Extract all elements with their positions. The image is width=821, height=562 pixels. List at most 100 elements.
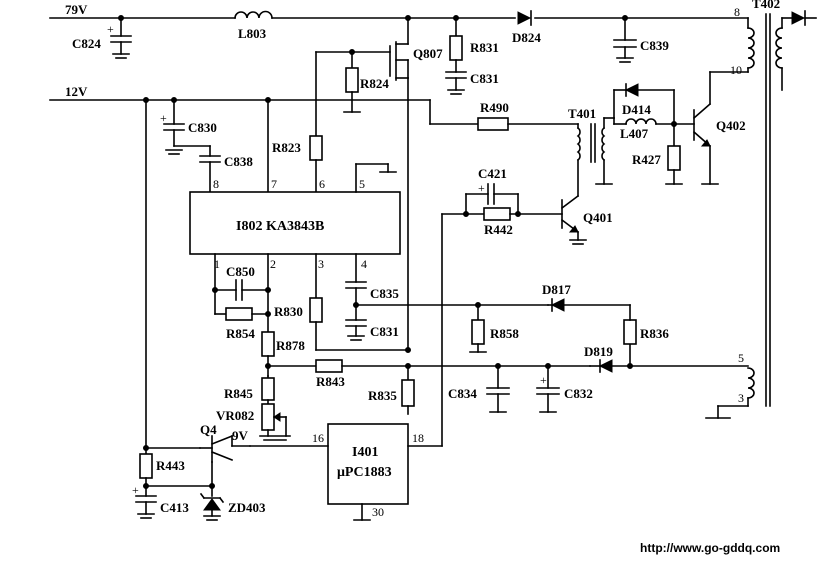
d824-label: D824 <box>512 30 541 45</box>
svg-text:+: + <box>107 22 114 36</box>
l407-label: L407 <box>620 126 649 141</box>
q402-label: Q402 <box>716 118 746 133</box>
c834-label: C834 <box>448 386 477 401</box>
r831-label: R831 <box>470 40 499 55</box>
svg-text:+: + <box>132 483 139 497</box>
resistor-r836: R836 <box>623 304 669 367</box>
svg-text:+: + <box>540 373 547 387</box>
watermark-url: http://www.go-gddq.com <box>640 541 780 555</box>
capacitor-c830: + C830 <box>160 99 217 155</box>
c838-label: C838 <box>224 154 253 169</box>
q4-label: Q4 <box>200 422 217 437</box>
r843-label: R843 <box>316 374 345 389</box>
d414-label: D414 <box>622 102 651 117</box>
resistor-r878: R878 <box>261 313 305 377</box>
rail-12v-label: 12V <box>65 84 88 99</box>
t402-pin5: 5 <box>738 351 744 365</box>
r823-label: R823 <box>272 140 301 155</box>
ka3843-pin2: 2 <box>270 257 276 271</box>
ka3843-pin8: 8 <box>213 177 219 191</box>
upc1883-name2: μPC1883 <box>337 465 392 480</box>
r443-label: R443 <box>156 458 185 473</box>
inductor-l803: L803 <box>234 10 273 41</box>
diode-d819: D819 <box>584 344 749 373</box>
c832-label: C832 <box>564 386 593 401</box>
capacitor-c839: C839 <box>613 17 669 63</box>
t402-pin10: 10 <box>730 63 742 77</box>
c830-label: C830 <box>188 120 217 135</box>
r427-label: R427 <box>632 152 661 167</box>
capacitor-c831-bottom: C831 <box>345 304 399 341</box>
rail-79v-label: 79V <box>65 2 88 17</box>
diode-d824: D824 <box>512 10 541 45</box>
resistor-r442: R442 <box>463 207 563 237</box>
resistor-r427: R427 <box>632 123 683 185</box>
c824-label: C824 <box>72 36 101 51</box>
ka3843-pin6: 6 <box>319 177 325 191</box>
transistor-q4: Q4 9V <box>143 422 251 497</box>
capacitor-c838: C838 <box>173 145 253 193</box>
svg-text:+: + <box>478 181 485 195</box>
resistor-r490: R490 <box>477 100 579 131</box>
zener-zd403: ZD403 <box>199 492 266 521</box>
transformer-t402: T402 8 10 5 3 <box>705 0 817 419</box>
upc1883-pin16: 16 <box>312 431 324 445</box>
zd403-label: ZD403 <box>228 500 266 515</box>
resistor-r830: R830 <box>274 253 411 353</box>
c839-label: C839 <box>640 38 669 53</box>
resistor-r823: R823 <box>272 51 323 193</box>
c850-label: C850 <box>226 264 255 279</box>
resistor-r443: R443 <box>139 447 215 497</box>
transformer-t401: T401 <box>568 106 615 185</box>
inductor-l407: L407 <box>613 117 695 141</box>
d817-label: D817 <box>542 282 571 297</box>
t402-label: T402 <box>752 0 780 11</box>
c831-bottom-label: C831 <box>370 324 399 339</box>
t402-pin3: 3 <box>738 391 744 405</box>
q401-label: Q401 <box>583 210 613 225</box>
rail-12v: 12V <box>49 84 479 449</box>
capacitor-c831-top: C831 <box>445 71 499 95</box>
upc1883-pin30: 30 <box>372 505 384 519</box>
r845-label: R845 <box>224 386 253 401</box>
svg-text:+: + <box>160 111 167 125</box>
capacitor-c832: + C832 <box>536 365 593 413</box>
resistor-r835: R835 <box>368 365 415 415</box>
resistor-r854: R854 <box>214 307 271 341</box>
capacitor-c824: + C824 <box>72 17 132 59</box>
transistor-q401: Q401 <box>560 159 613 245</box>
upc1883-name1: I401 <box>352 445 378 460</box>
ka3843-pin4: 4 <box>361 257 367 271</box>
resistor-r824: R824 <box>343 51 389 113</box>
capacitor-c850: C850 <box>212 253 271 315</box>
ic-ka3843b: I802 KA3843B 8 7 6 5 1 2 3 4 <box>189 163 401 271</box>
t401-label: T401 <box>568 106 596 121</box>
c413-label: C413 <box>160 500 189 515</box>
ic-upc1883: I401 μPC1883 16 18 30 <box>249 213 467 521</box>
ka3843-pin3: 3 <box>318 257 324 271</box>
resistor-r845: R845 <box>224 375 275 405</box>
t402-pin8: 8 <box>734 5 740 19</box>
vr082-label: VR082 <box>216 408 254 423</box>
r858-label: R858 <box>490 326 519 341</box>
r824-label: R824 <box>360 76 389 91</box>
r836-label: R836 <box>640 326 669 341</box>
transistor-q402: Q402 <box>692 71 749 185</box>
potentiometer-vr082: VR082 <box>216 403 291 441</box>
capacitor-c834: C834 <box>448 365 510 413</box>
rail-9v-label: 9V <box>232 428 249 443</box>
capacitor-c421: + C421 <box>465 166 519 215</box>
r854-label: R854 <box>226 326 255 341</box>
capacitor-c413: + C413 <box>132 483 189 519</box>
diode-d817: D817 <box>475 282 631 312</box>
c421-label: C421 <box>478 166 507 181</box>
diode-d414: D414 <box>613 83 675 125</box>
r835-label: R835 <box>368 388 397 403</box>
d819-label: D819 <box>584 344 613 359</box>
capacitor-c835: C835 <box>345 253 549 308</box>
r830-label: R830 <box>274 304 303 319</box>
l803-label: L803 <box>238 26 267 41</box>
r490-label: R490 <box>480 100 509 115</box>
ic-ka3843b-name: I802 KA3843B <box>236 219 324 234</box>
